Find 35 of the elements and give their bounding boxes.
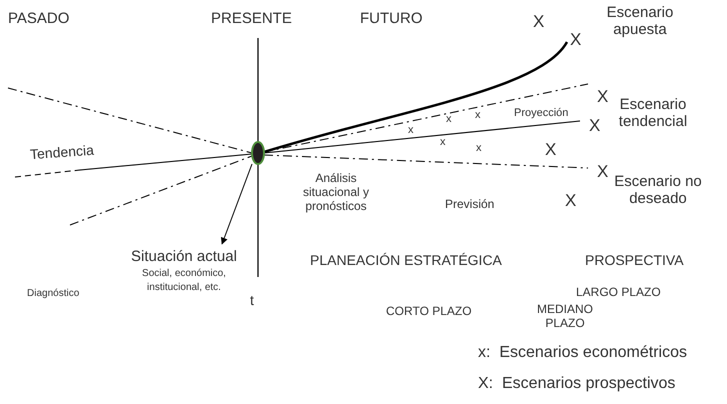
horizon-label: LARGO PLAZO [576,286,661,300]
period-label: FUTURO [360,10,422,28]
phase-label: Análisis situacional y pronósticos [302,172,370,214]
scenario-mark: X [570,30,582,50]
scenario-mark: X [597,162,608,182]
phase-label: Diagnóstico [27,288,80,300]
legend-text: X: Escenarios prospectivos [478,375,676,394]
legend-text: x: Escenarios econométricos [478,344,687,362]
section-label: PLANEACIÓN ESTRATÉGICA [310,252,502,268]
scenario-label: Escenario tendencial [618,96,688,130]
horizon-label: MEDIANO PLAZO [536,303,594,331]
section-label: PROSPECTIVA [585,252,684,268]
present-point [251,141,265,165]
scenario-mark: X [545,140,556,160]
line-label: Proyección [514,107,568,120]
scenario-mark: X [565,191,576,211]
horizon-label: CORTO PLAZO [386,305,472,319]
node-heading: Situación actual [130,247,238,267]
period-label: PASADO [8,10,70,28]
axis-label: t [250,292,254,308]
scenario-mark: X [597,87,608,107]
econometric-mark: x [408,124,414,137]
econometric-mark: x [446,113,452,126]
scenario-mark: X [533,12,544,32]
econometric-mark: x [440,136,446,149]
phase-label: Previsión [445,198,494,212]
econometric-mark: x [476,142,482,155]
scenario-mark: X [589,116,600,136]
econometric-mark: x [475,109,480,122]
arrow [220,164,252,245]
scenario-label: Escenario apuesta [606,4,674,38]
node-description: Social, económico, institucional, etc. [141,267,227,295]
scenario-label: Escenario no deseado [613,173,703,208]
period-label: PRESENTE [211,10,292,28]
trend-label: Tendencia [30,142,94,162]
